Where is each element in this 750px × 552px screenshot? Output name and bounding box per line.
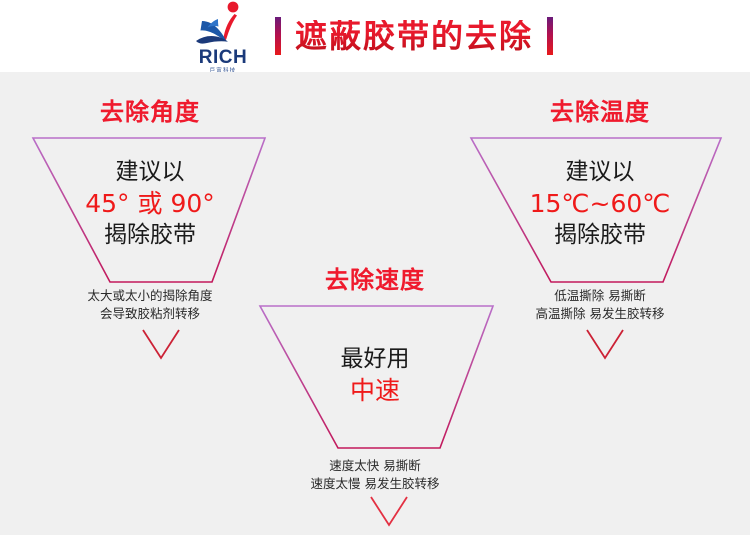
header-content: RICH 巨富科技 遮蔽胶带的去除 (185, 1, 553, 74)
funnel-angle-heading: 去除角度 (100, 98, 200, 126)
funnel-angle-body-line-1: 建议以 (115, 159, 185, 185)
funnel-temperature: 去除温度 建议以 15℃~60℃ 揭除胶带 低温撕除 易撕断 高温撕除 易发生胶… (455, 82, 745, 372)
content-panel: 去除角度 建议以 45° 或 90° 揭除胶带 太大或太小的揭除角度 会导致胶粘… (0, 72, 750, 535)
logo-wordmark: RICH (198, 47, 248, 68)
funnel-angle-down-chevron-icon (142, 329, 180, 360)
funnel-angle-body: 建议以 45° 或 90° 揭除胶带 (10, 157, 290, 251)
funnel-speed: 去除速度 最好用 中速 速度太快 易撕断 速度太慢 易发生胶转移 (235, 252, 515, 552)
funnel-speed-body-line-2: 中速 (349, 376, 400, 406)
funnel-speed-note-line-1: 速度太快 易撕断 (329, 458, 421, 473)
funnel-temperature-body: 建议以 15℃~60℃ 揭除胶带 (455, 157, 745, 251)
funnel-speed-body-line-1: 最好用 (340, 346, 410, 372)
funnel-angle-note-line-2: 会导致胶粘剂转移 (99, 306, 200, 322)
funnel-temperature-note-line-2: 高温撕除 易发生胶转移 (535, 306, 665, 322)
logo-subtext: 巨富科技 (209, 68, 237, 74)
funnel-angle-body-line-2: 45° 或 90° (85, 189, 215, 219)
funnel-temperature-body-line-2: 15℃~60℃ (529, 189, 671, 219)
title-divider-right (547, 17, 553, 55)
funnel-angle-note-line-1: 太大或太小的揭除角度 (87, 288, 213, 303)
funnel-temperature-heading: 去除温度 (550, 98, 650, 126)
funnel-angle: 去除角度 建议以 45° 或 90° 揭除胶带 太大或太小的揭除角度 会导致胶粘… (10, 82, 290, 372)
funnel-speed-shape (258, 305, 495, 449)
funnel-temperature-body-line-1: 建议以 (565, 159, 635, 185)
funnel-angle-shape (31, 137, 267, 283)
funnel-speed-note-line-2: 速度太慢 易发生胶转移 (310, 476, 440, 492)
funnel-temperature-note-line-1: 低温撕除 易撕断 (554, 288, 646, 303)
page-title: 遮蔽胶带的去除 (294, 17, 533, 55)
funnel-angle-note: 太大或太小的揭除角度 会导致胶粘剂转移 (10, 287, 290, 323)
brand-logo: RICH 巨富科技 (185, 1, 261, 74)
funnel-temperature-down-chevron-icon (586, 329, 624, 360)
page-header: RICH 巨富科技 遮蔽胶带的去除 (0, 0, 750, 74)
funnel-angle-body-line-3: 揭除胶带 (104, 222, 196, 249)
funnel-temperature-body-line-3: 揭除胶带 (554, 222, 646, 249)
page-footer-spacer (0, 535, 750, 548)
funnel-speed-note: 速度太快 易撕断 速度太慢 易发生胶转移 (235, 457, 515, 493)
rich-bird-logo-icon (192, 1, 254, 49)
funnel-speed-heading: 去除速度 (325, 266, 425, 294)
funnel-temperature-shape (469, 137, 723, 283)
funnel-temperature-note: 低温撕除 易撕断 高温撕除 易发生胶转移 (455, 287, 745, 323)
title-divider-left (274, 17, 281, 55)
funnel-speed-body: 最好用 中速 (235, 344, 515, 407)
funnel-speed-down-chevron-icon (370, 496, 408, 527)
